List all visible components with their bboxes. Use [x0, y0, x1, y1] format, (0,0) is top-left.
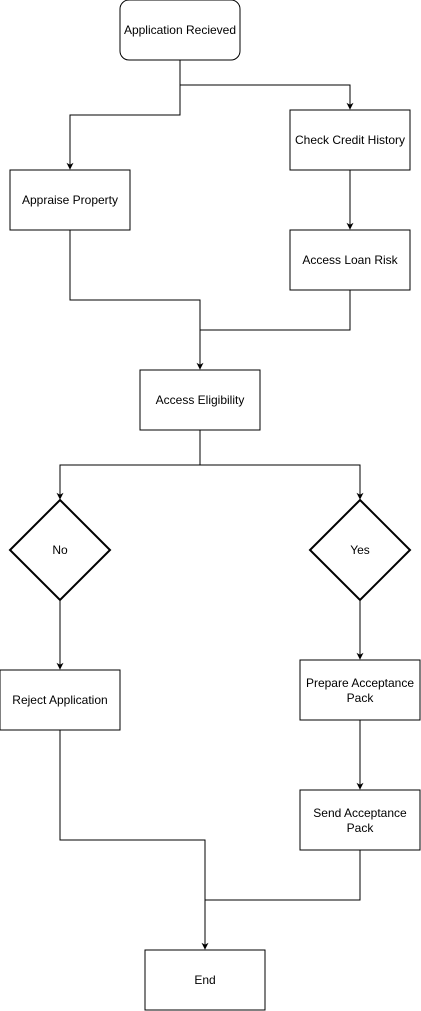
decision-yes[interactable]: Yes — [308, 498, 412, 602]
node-end[interactable]: End — [144, 949, 266, 1011]
node-access-eligibility[interactable]: Access Eligibility — [139, 369, 261, 431]
node-reject-application-label: Reject Application — [12, 693, 107, 707]
edge-start-to-appraise — [66, 85, 181, 170]
edge-loan-risk-to-eligibility — [200, 290, 351, 331]
connectors — [56, 60, 364, 950]
node-reject-application[interactable]: Reject Application — [0, 669, 121, 731]
node-access-loan-risk[interactable]: Access Loan Risk — [289, 229, 411, 291]
node-send-acceptance-pack[interactable]: Send Acceptance Pack — [299, 789, 421, 851]
node-application-received[interactable]: Application Recieved — [119, 0, 241, 61]
node-application-received-label: Application Recieved — [124, 23, 236, 37]
node-check-credit-history[interactable]: Check Credit History — [289, 109, 411, 171]
edge-start-to-check-credit — [179, 60, 354, 110]
edge-reject-to-end — [59, 730, 209, 950]
decision-no-label: No — [52, 543, 68, 557]
node-prepare-acceptance-pack-label-line1: Prepare Acceptance — [306, 676, 414, 690]
edge-appraise-to-eligibility — [69, 230, 204, 370]
edge-eligibility-to-no — [56, 464, 200, 500]
node-send-acceptance-pack-label-line2: Pack — [347, 821, 375, 835]
edge-send-to-end — [205, 850, 361, 901]
edge-eligibility-to-yes — [200, 464, 364, 500]
node-prepare-acceptance-pack[interactable]: Prepare Acceptance Pack — [299, 659, 421, 721]
node-access-eligibility-label: Access Eligibility — [156, 393, 245, 407]
node-send-acceptance-pack-label-line1: Send Acceptance — [313, 806, 407, 820]
node-check-credit-history-label: Check Credit History — [295, 133, 405, 147]
node-prepare-acceptance-pack-label-line2: Pack — [347, 691, 375, 705]
node-access-loan-risk-label: Access Loan Risk — [302, 253, 398, 267]
node-appraise-property[interactable]: Appraise Property — [9, 169, 131, 231]
node-end-label: End — [194, 973, 215, 987]
decision-no[interactable]: No — [8, 498, 112, 602]
decision-yes-label: Yes — [350, 543, 370, 557]
node-appraise-property-label: Appraise Property — [22, 193, 118, 207]
